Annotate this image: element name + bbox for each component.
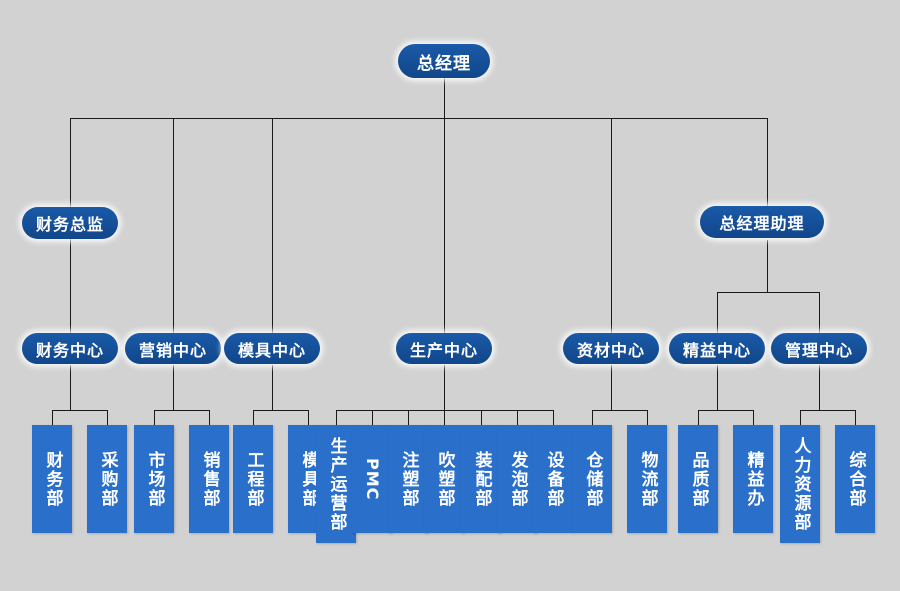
node-general-manager[interactable]: 总经理 (398, 44, 490, 78)
connector-main-bus (70, 118, 768, 119)
node-dept-engineering[interactable]: 工程部 (233, 425, 273, 533)
connector-bus-drop-production (444, 118, 445, 334)
node-dept-production-operations[interactable]: 生产运营部 (316, 425, 356, 543)
connector-admin-bus (800, 410, 855, 411)
node-dept-foaming[interactable]: 发泡部 (497, 425, 537, 533)
connector-lean-bus (698, 410, 753, 411)
connector-admin-dept-2 (855, 410, 856, 425)
connector-mould-dept-2 (308, 410, 309, 425)
node-dept-human-resources[interactable]: 人力资源部 (780, 425, 820, 543)
connector-material-dept-1 (592, 410, 593, 425)
connector-mould-dept-1 (253, 410, 254, 425)
node-dept-general-affairs[interactable]: 综合部 (835, 425, 875, 533)
node-dept-injection[interactable]: 注塑部 (388, 425, 428, 533)
connector-production-dept-7 (553, 410, 554, 425)
node-center-marketing[interactable]: 营销中心 (125, 333, 221, 364)
node-center-finance[interactable]: 财务中心 (22, 333, 118, 364)
node-center-mould[interactable]: 模具中心 (224, 333, 320, 364)
node-dept-warehouse[interactable]: 仓储部 (572, 425, 612, 533)
connector-bus-drop-marketing (173, 118, 174, 334)
connector-bus-drop-mould (272, 118, 273, 334)
connector-production-dept-4 (444, 410, 445, 425)
connector-lean-dept-1 (698, 410, 699, 425)
connector-production-dept-1 (336, 410, 337, 425)
connector-production-dept-3 (408, 410, 409, 425)
connector-center-admin-down (819, 365, 820, 410)
connector-finance-dept-1 (52, 410, 53, 425)
connector-finance-bus (52, 410, 107, 411)
connector-center-finance-down (70, 365, 71, 410)
connector-center-production-down (444, 365, 445, 410)
node-center-lean[interactable]: 精益中心 (669, 333, 765, 364)
connector-gm-down (444, 78, 445, 118)
connector-finance-dept-2 (107, 410, 108, 425)
node-dept-pmc[interactable]: PMC (352, 425, 392, 533)
connector-assistant-drop-lean (717, 292, 718, 334)
node-dept-assembly[interactable]: 装配部 (461, 425, 501, 533)
connector-assistant-down (767, 240, 768, 292)
connector-assistant-bus (717, 292, 820, 293)
node-dept-blow-molding[interactable]: 吹塑部 (424, 425, 464, 533)
node-center-production[interactable]: 生产中心 (396, 333, 492, 364)
node-center-material[interactable]: 资材中心 (563, 333, 659, 364)
node-dept-market[interactable]: 市场部 (134, 425, 174, 533)
node-dept-logistics[interactable]: 物流部 (627, 425, 667, 533)
node-finance-director[interactable]: 财务总监 (22, 207, 118, 239)
connector-marketing-bus (154, 410, 209, 411)
connector-lean-dept-2 (753, 410, 754, 425)
connector-marketing-dept-1 (154, 410, 155, 425)
node-dept-lean-office[interactable]: 精益办 (733, 425, 773, 533)
node-dept-equipment[interactable]: 设备部 (533, 425, 573, 533)
connector-material-bus (592, 410, 647, 411)
connector-center-marketing-down (173, 365, 174, 410)
connector-assistant-drop-admin (819, 292, 820, 334)
connector-center-lean-down (717, 365, 718, 410)
connector-bus-drop-assistant (767, 118, 768, 206)
node-dept-purchasing[interactable]: 采购部 (87, 425, 127, 533)
node-dept-sales[interactable]: 销售部 (189, 425, 229, 533)
connector-admin-dept-1 (800, 410, 801, 425)
connector-center-material-down (611, 365, 612, 410)
connector-production-dept-6 (517, 410, 518, 425)
node-dept-finance[interactable]: 财务部 (32, 425, 72, 533)
connector-center-mould-down (272, 365, 273, 410)
connector-production-dept-5 (481, 410, 482, 425)
connector-material-dept-2 (647, 410, 648, 425)
connector-mould-bus (253, 410, 308, 411)
connector-marketing-dept-2 (209, 410, 210, 425)
node-dept-quality[interactable]: 品质部 (678, 425, 718, 533)
node-gm-assistant[interactable]: 总经理助理 (700, 206, 824, 238)
connector-bus-drop-material (611, 118, 612, 334)
node-center-admin[interactable]: 管理中心 (771, 333, 867, 364)
connector-production-dept-2 (372, 410, 373, 425)
